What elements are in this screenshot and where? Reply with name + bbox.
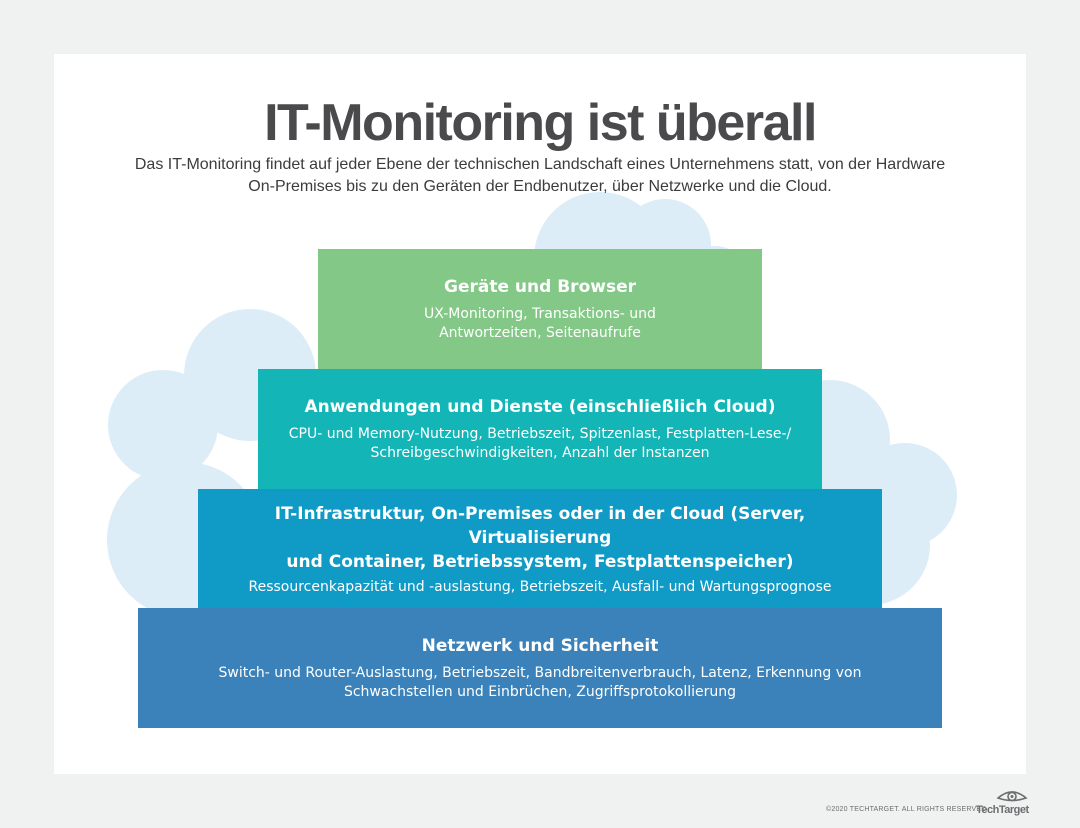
page-title: IT-Monitoring ist überall bbox=[264, 94, 817, 152]
tier-description-line: Schwachstellen und Einbrüchen, Zugriffsp… bbox=[343, 684, 737, 700]
logo-text: TechTarget bbox=[976, 804, 1029, 816]
tier-description: CPU- und Memory-Nutzung, Betriebszeit, S… bbox=[289, 425, 791, 463]
tier-title: Geräte und Browser bbox=[444, 277, 636, 297]
tier-title: Anwendungen und Dienste (einschließlich … bbox=[304, 397, 776, 417]
tier-description: UX-Monitoring, Transaktions- und Antwort… bbox=[424, 305, 656, 343]
tier-description: Ressourcenkapazität und -auslastung, Bet… bbox=[248, 578, 831, 597]
tier-title: IT-Infrastruktur, On-Premises oder in de… bbox=[206, 502, 874, 574]
techtarget-eye-icon bbox=[996, 791, 1028, 802]
page-subtitle: Das IT-Monitoring findet auf jeder Ebene… bbox=[80, 154, 1000, 198]
subtitle-line: On-Premises bis zu den Geräten der Endbe… bbox=[248, 178, 832, 195]
tier-applications-services: Anwendungen und Dienste (einschließlich … bbox=[258, 369, 822, 489]
tier-description-line: Antwortzeiten, Seitenaufrufe bbox=[439, 325, 641, 341]
tier-title-line: und Container, Betriebssystem, Festplatt… bbox=[286, 551, 794, 572]
tier-description-line: UX-Monitoring, Transaktions- und bbox=[424, 306, 656, 322]
techtarget-logo: TechTarget bbox=[974, 788, 1030, 822]
copyright-notice: ©2020 TECHTARGET. ALL RIGHTS RESERVED bbox=[826, 806, 987, 813]
cloud-shape bbox=[108, 370, 218, 480]
tier-description-line: Switch- und Router-Auslastung, Betriebsz… bbox=[218, 665, 862, 681]
tier-title: Netzwerk und Sicherheit bbox=[421, 636, 659, 656]
tier-title-line: IT-Infrastruktur, On-Premises oder in de… bbox=[274, 503, 806, 548]
tier-description-line: Ressourcenkapazität und -auslastung, Bet… bbox=[248, 578, 832, 595]
tier-description-line: Schreibgeschwindigkeiten, Anzahl der Ins… bbox=[370, 445, 710, 461]
tier-description-line: CPU- und Memory-Nutzung, Betriebszeit, S… bbox=[288, 426, 792, 442]
subtitle-line: Das IT-Monitoring findet auf jeder Ebene… bbox=[134, 156, 946, 173]
tier-description: Switch- und Router-Auslastung, Betriebsz… bbox=[219, 664, 862, 702]
tier-network-security: Netzwerk und Sicherheit Switch- und Rout… bbox=[138, 608, 942, 728]
tier-devices-browsers: Geräte und Browser UX-Monitoring, Transa… bbox=[318, 249, 762, 369]
tier-it-infrastructure: IT-Infrastruktur, On-Premises oder in de… bbox=[198, 489, 882, 609]
